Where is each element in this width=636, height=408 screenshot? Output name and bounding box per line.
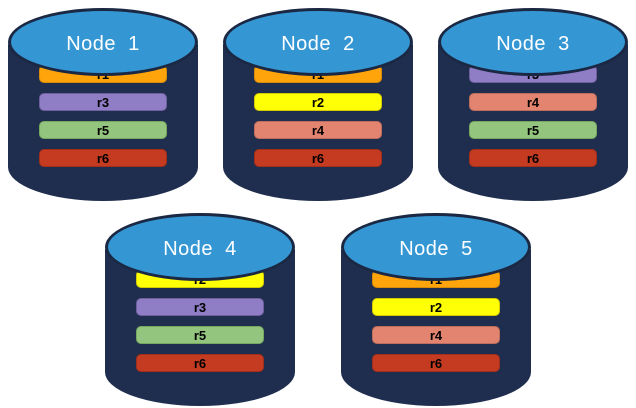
replica-label: r3 [193,299,207,315]
replica-bar: r2 [254,93,382,111]
replica-bar: r6 [254,149,382,167]
replica-bar: r4 [254,121,382,139]
replica-label: r4 [311,122,325,138]
node-label: Node 1 [66,32,140,55]
node-row-top: r1 r3 r5 r6 Node 1 r1 r2 r4 r6 Node 2 r3 [0,0,636,201]
replica-label: r5 [526,122,540,138]
replica-bar: r5 [39,121,167,139]
database-node: r1 r2 r4 r6 Node 5 [341,210,531,406]
replica-list: r1 r3 r5 r6 [39,65,167,167]
cylinder-top: Node 5 [341,213,531,281]
replica-bar: r3 [136,298,264,316]
node-row-bottom: r2 r3 r5 r6 Node 4 r1 r2 r4 r6 Node 5 [0,201,636,406]
replica-bar: r4 [469,93,597,111]
replica-list: r1 r2 r4 r6 [254,65,382,167]
replica-bar: r6 [469,149,597,167]
cylinder-top: Node 2 [223,8,413,76]
replica-bar: r6 [372,354,500,372]
replica-label: r5 [96,122,110,138]
replica-label: r5 [193,327,207,343]
replica-bar: r3 [39,93,167,111]
replica-label: r3 [96,94,110,110]
node-label: Node 4 [163,237,237,260]
replica-label: r6 [96,150,110,166]
database-node: r2 r3 r5 r6 Node 4 [105,210,295,406]
replica-label: r6 [429,355,443,371]
replica-bar: r6 [39,149,167,167]
replica-list: r3 r4 r5 r6 [469,65,597,167]
replica-label: r2 [429,299,443,315]
database-node: r3 r4 r5 r6 Node 3 [438,5,628,201]
replica-list: r1 r2 r4 r6 [372,270,500,372]
replica-bar: r5 [136,326,264,344]
replica-bar: r2 [372,298,500,316]
replica-bar: r6 [136,354,264,372]
cylinder-top: Node 3 [438,8,628,76]
replica-label: r6 [526,150,540,166]
cylinder-top: Node 4 [105,213,295,281]
node-label: Node 2 [281,32,355,55]
node-label: Node 3 [496,32,570,55]
replica-bar: r5 [469,121,597,139]
replica-label: r4 [526,94,540,110]
replica-label: r6 [311,150,325,166]
replica-label: r2 [311,94,325,110]
database-node: r1 r3 r5 r6 Node 1 [8,5,198,201]
replica-label: r4 [429,327,443,343]
replica-list: r2 r3 r5 r6 [136,270,264,372]
replica-label: r6 [193,355,207,371]
database-node: r1 r2 r4 r6 Node 2 [223,5,413,201]
replica-bar: r4 [372,326,500,344]
node-label: Node 5 [399,237,473,260]
cylinder-top: Node 1 [8,8,198,76]
